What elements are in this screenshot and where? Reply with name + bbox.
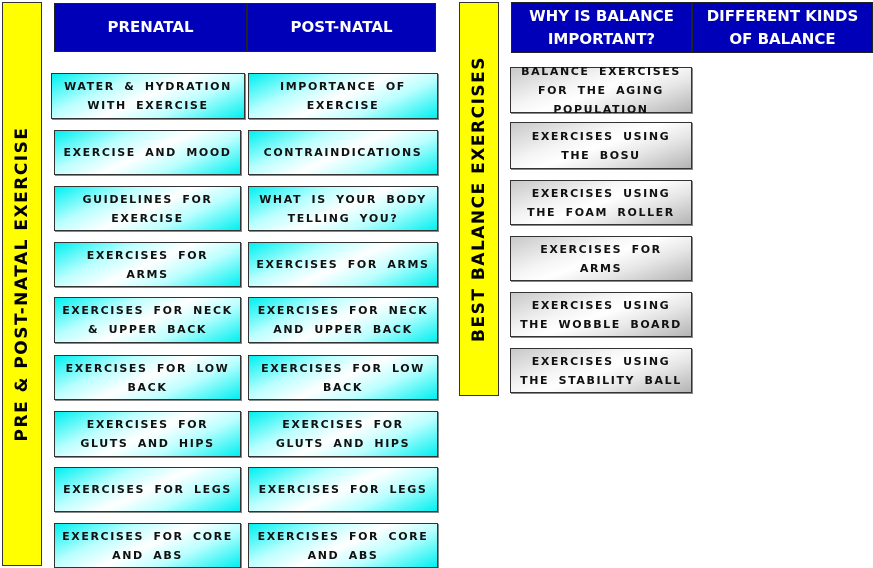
- different-kinds-balance-header[interactable]: DIFFERENT KINDS OF BALANCE: [692, 2, 873, 53]
- postnatal-item-button[interactable]: EXERCISES FOR ARMS: [248, 242, 438, 287]
- pre-post-natal-title-bar: PRE & POST-NATAL EXERCISE: [2, 2, 42, 566]
- prenatal-item-button[interactable]: EXERCISES FOR LOW BACK: [54, 355, 241, 400]
- prenatal-item-button[interactable]: EXERCISES FOR LEGS: [54, 467, 241, 512]
- balance-item-button[interactable]: EXERCISES USING THE FOAM ROLLER: [510, 180, 692, 225]
- why-balance-important-header[interactable]: WHY IS BALANCE IMPORTANT?: [511, 2, 692, 53]
- prenatal-item-button[interactable]: GUIDELINES FOR EXERCISE: [54, 186, 241, 231]
- section-title: PRE & POST-NATAL EXERCISE: [12, 126, 32, 442]
- prenatal-item-button[interactable]: EXERCISES FOR GLUTS AND HIPS: [54, 411, 241, 457]
- prenatal-header[interactable]: PRENATAL: [54, 3, 247, 52]
- postnatal-item-button[interactable]: EXERCISES FOR NECK AND UPPER BACK: [248, 297, 438, 343]
- balance-item-button[interactable]: EXERCISES USING THE STABILITY BALL: [510, 348, 692, 393]
- postnatal-item-button[interactable]: EXERCISES FOR CORE AND ABS: [248, 523, 438, 568]
- postnatal-item-button[interactable]: WHAT IS YOUR BODY TELLING YOU?: [248, 186, 438, 231]
- postnatal-item-button[interactable]: IMPORTANCE OF EXERCISE: [248, 73, 438, 119]
- prenatal-item-button[interactable]: WATER & HYDRATION WITH EXERCISE: [51, 73, 245, 119]
- balance-item-button[interactable]: BALANCE EXERCISES FOR THE AGING POPULATI…: [510, 65, 692, 116]
- prenatal-item-button[interactable]: EXERCISE AND MOOD: [54, 130, 241, 175]
- postnatal-item-button[interactable]: CONTRAINDICATIONS: [248, 130, 438, 175]
- best-balance-title-bar: BEST BALANCE EXERCISES: [459, 2, 499, 396]
- postnatal-item-button[interactable]: EXERCISES FOR LEGS: [248, 467, 438, 512]
- balance-item-button[interactable]: EXERCISES FOR ARMS: [510, 236, 692, 281]
- prenatal-item-button[interactable]: EXERCISES FOR ARMS: [54, 242, 241, 287]
- prenatal-item-button[interactable]: EXERCISES FOR CORE AND ABS: [54, 523, 241, 568]
- prenatal-item-button[interactable]: EXERCISES FOR NECK & UPPER BACK: [54, 297, 241, 343]
- section-title: BEST BALANCE EXERCISES: [469, 56, 489, 342]
- postnatal-header[interactable]: POST-NATAL: [247, 3, 436, 52]
- balance-item-button[interactable]: EXERCISES USING THE BOSU: [510, 122, 692, 169]
- postnatal-item-button[interactable]: EXERCISES FOR LOW BACK: [248, 355, 438, 400]
- postnatal-item-button[interactable]: EXERCISES FOR GLUTS AND HIPS: [248, 411, 438, 457]
- balance-item-button[interactable]: EXERCISES USING THE WOBBLE BOARD: [510, 292, 692, 337]
